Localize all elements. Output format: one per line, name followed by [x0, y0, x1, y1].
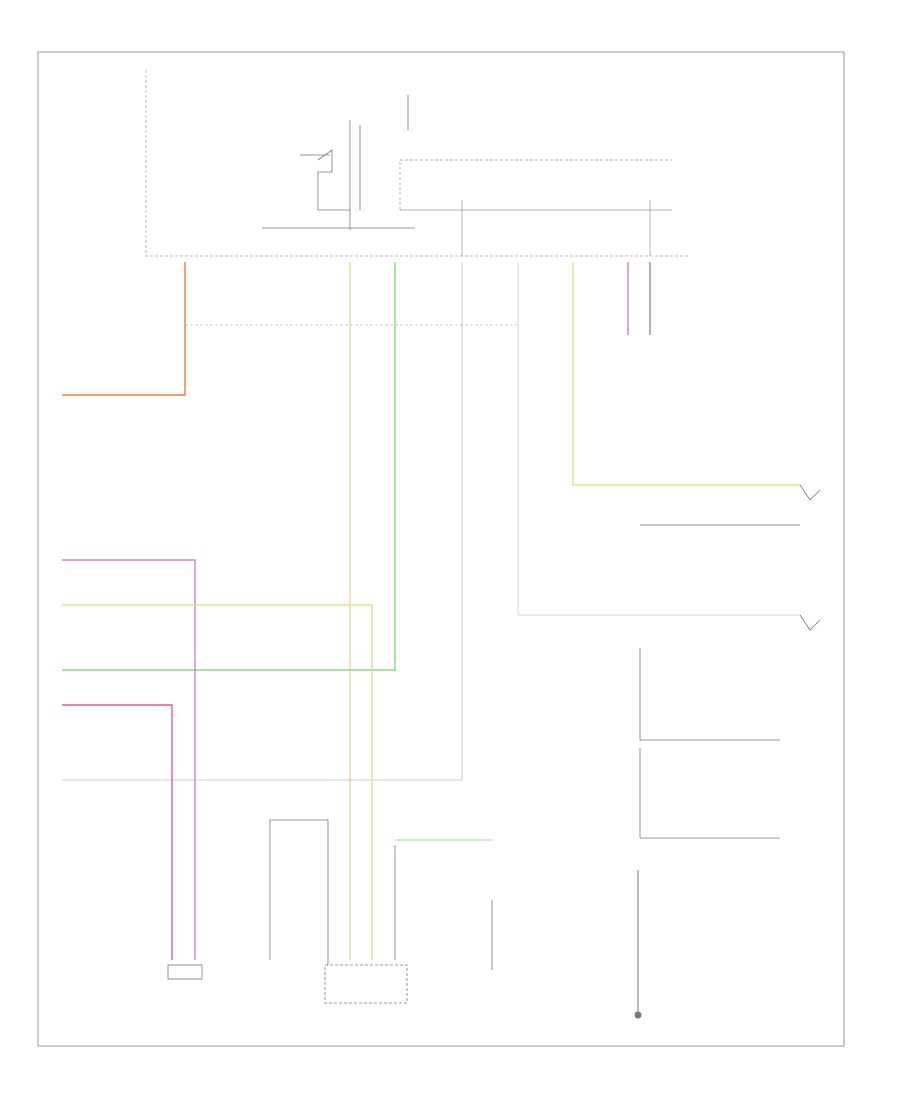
wire-violet-left: [62, 559, 196, 960]
bottom-right-ground: [634, 870, 642, 1019]
wire-gray-2: [517, 262, 800, 616]
wire-green-1: [62, 262, 396, 671]
bottom-sensor-left: [269, 819, 329, 965]
wire-orange: [62, 262, 186, 396]
wire-gray-1: [62, 262, 463, 781]
top-module-boundary: [145, 70, 688, 257]
bottom-switch-center: [324, 839, 492, 1004]
diagram-frame: [37, 51, 845, 1047]
wire-pink-left: [62, 704, 173, 960]
bottom-lamp-left: [167, 964, 203, 980]
data-link-box: [399, 159, 672, 256]
top-relay-symbol: [262, 95, 415, 230]
right-switch-group: [639, 484, 821, 839]
wire-yellow-right: [572, 262, 800, 486]
wire-yellow-left: [62, 604, 373, 960]
